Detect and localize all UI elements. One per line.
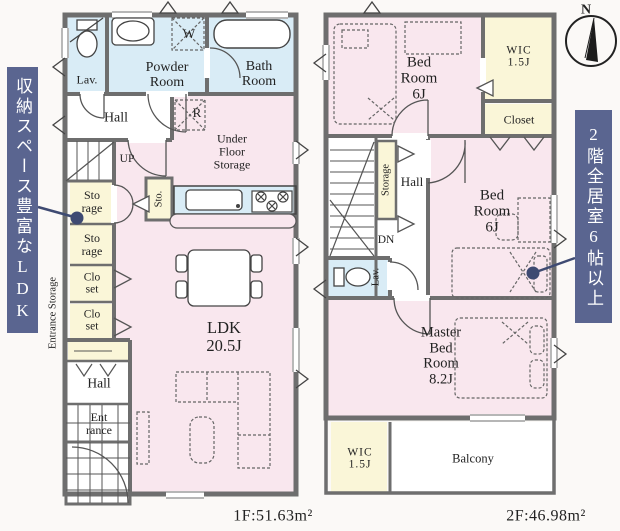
tv-board bbox=[136, 411, 150, 465]
desk-2 bbox=[517, 197, 551, 243]
fridge-icon bbox=[174, 99, 206, 131]
chair-2 bbox=[495, 213, 519, 241]
label-master-bed-room: Master Bed Room 8.2J bbox=[420, 324, 462, 388]
bed-single-1 bbox=[333, 23, 397, 125]
label-ldk: LDK 20.5J bbox=[206, 318, 242, 355]
exterior-arrows-1f bbox=[51, 0, 310, 389]
bathtub-icon bbox=[213, 19, 291, 49]
toilet-icon bbox=[69, 17, 104, 58]
washer-icon bbox=[171, 17, 205, 51]
label-hall-upper-1f: Hall bbox=[103, 110, 129, 126]
label-fridge: R bbox=[192, 104, 202, 120]
floor2-plan bbox=[312, 0, 568, 495]
label-storage-1: Sto rage bbox=[81, 188, 103, 215]
kitchen-sink-icon bbox=[185, 189, 243, 211]
stairs-up bbox=[65, 141, 115, 182]
leader-right bbox=[526, 256, 576, 280]
label-bed-room-2: Bed Room 6J bbox=[473, 187, 511, 237]
leader-left bbox=[37, 205, 84, 225]
floor1-plan bbox=[51, 0, 310, 506]
floor2-area-label: 2F:46.98m² bbox=[506, 507, 586, 525]
label-lav-1f: Lav. bbox=[76, 72, 98, 87]
callout-storage-ldk: 収納スペース豊富なLDK bbox=[7, 67, 38, 333]
entrance-door-arc bbox=[71, 446, 129, 504]
exterior-arrows-2f bbox=[312, 0, 568, 364]
stairs-down bbox=[329, 141, 375, 257]
kitchen-counter bbox=[169, 185, 297, 229]
entrance-tile-grid bbox=[66, 405, 130, 503]
label-under-floor-storage: Under Floor Storage bbox=[213, 131, 251, 172]
label-up: UP bbox=[119, 152, 135, 165]
label-washer: W bbox=[182, 25, 196, 41]
label-storage-2: Sto rage bbox=[81, 231, 103, 258]
label-hall-2f: Hall bbox=[400, 173, 424, 189]
label-balcony: Balcony bbox=[452, 451, 494, 466]
label-closet-2f: Closet bbox=[503, 112, 535, 127]
floor1-area-label: 1F:51.63m² bbox=[233, 507, 313, 525]
label-bed-room-1: Bed Room 6J bbox=[400, 54, 438, 104]
dining-table bbox=[175, 249, 263, 307]
label-powder-room: Powder Room bbox=[145, 59, 189, 90]
label-closet-2: Clo set bbox=[83, 308, 101, 333]
bed-double bbox=[454, 317, 548, 399]
callout-storage-ldk-text: 収納スペース豊富なLDK bbox=[13, 77, 32, 323]
windows-2f bbox=[322, 45, 558, 422]
compass-n-label: N bbox=[580, 2, 592, 18]
label-bath-room: Bath Room bbox=[241, 58, 277, 89]
callout-2f-rooms: 2階全居室6帖以上 bbox=[575, 110, 612, 323]
label-storage-2f: Storage bbox=[380, 163, 392, 197]
callout-2f-rooms-text: 2階全居室6帖以上 bbox=[584, 124, 603, 309]
label-hall-lower-1f: Hall bbox=[87, 375, 111, 391]
coffee-table bbox=[189, 416, 215, 464]
toilet-icon-2f bbox=[333, 267, 371, 287]
hall-closet-marks bbox=[75, 363, 117, 378]
label-wic-upper: WIC 1.5J bbox=[506, 44, 532, 69]
label-entrance-storage: Entrance Storage bbox=[47, 276, 59, 350]
label-wic-lower: WIC 1.5J bbox=[347, 446, 373, 471]
label-entrance: Ent rance bbox=[86, 410, 112, 437]
desk-1 bbox=[404, 21, 462, 55]
compass-icon bbox=[565, 15, 617, 67]
label-closet-1: Clo set bbox=[83, 271, 101, 296]
label-storage-kitchen: Sto. bbox=[153, 190, 165, 208]
windows-1f bbox=[61, 11, 300, 499]
label-dn: DN bbox=[377, 233, 395, 246]
sofa bbox=[175, 371, 271, 469]
sink-icon bbox=[111, 17, 155, 46]
label-lav-2f: Lav. bbox=[370, 267, 382, 287]
stove-icon bbox=[251, 190, 293, 213]
